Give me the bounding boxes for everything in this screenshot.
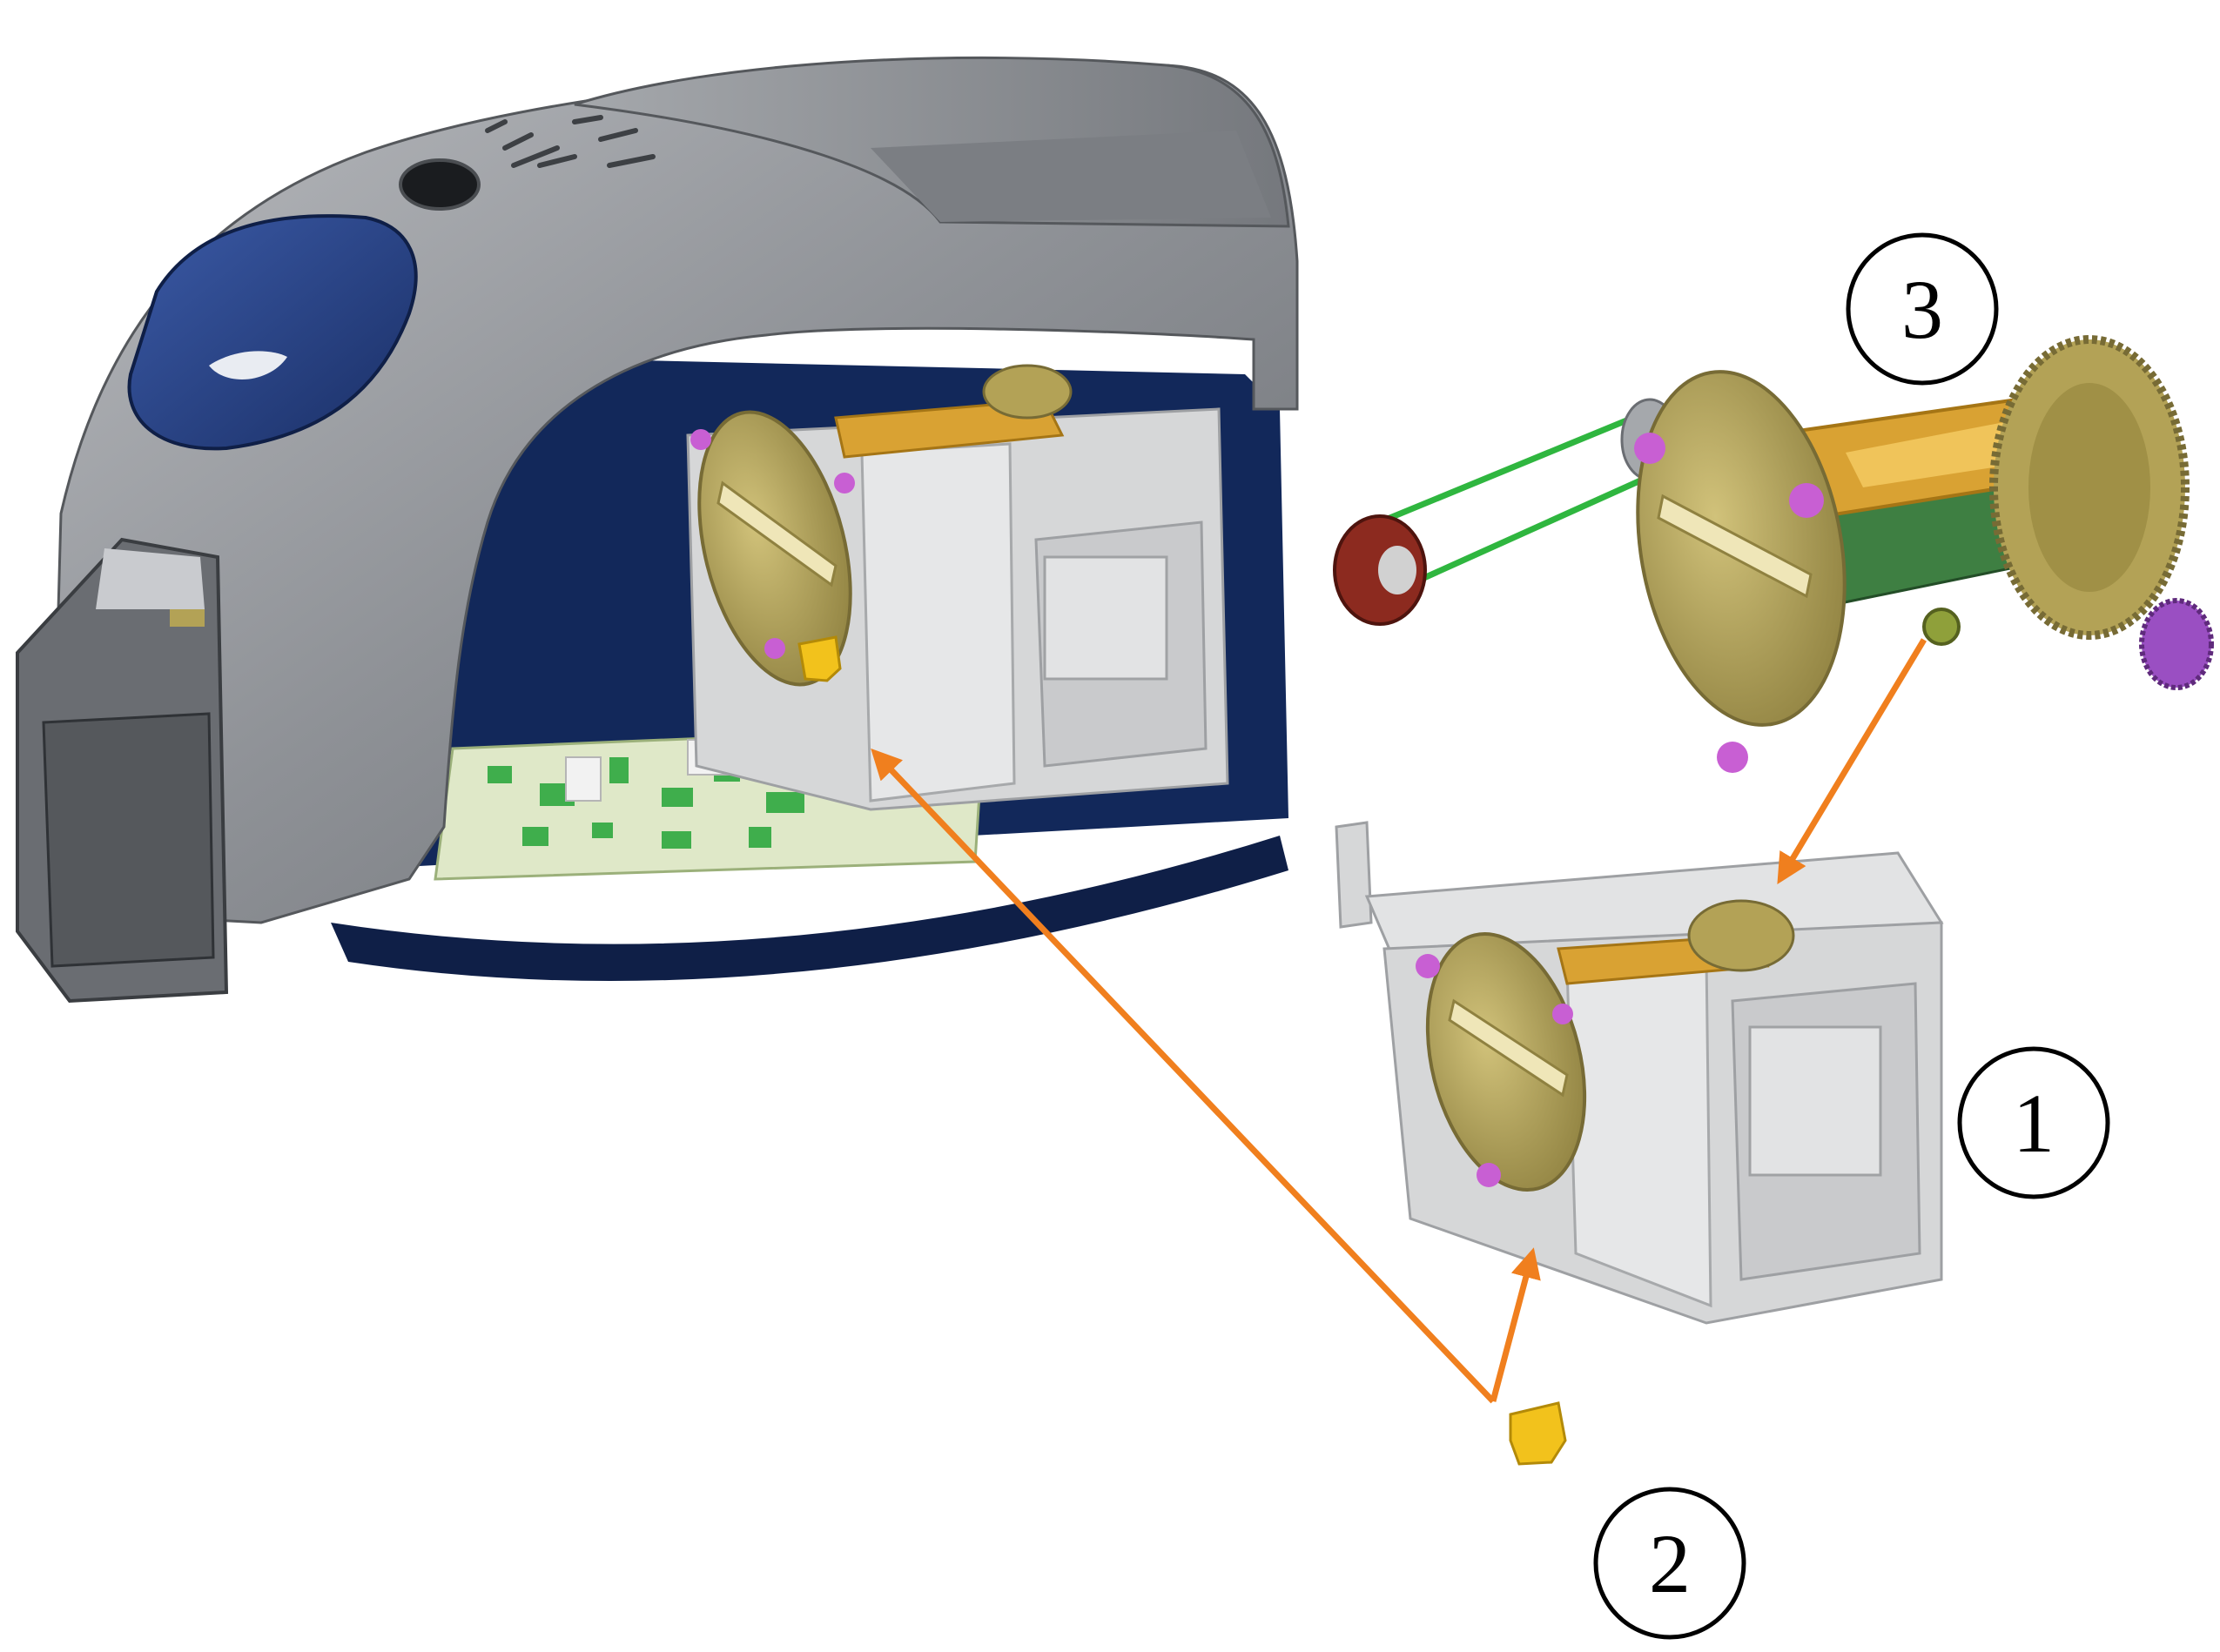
- callout-2-label: 2: [1649, 1517, 1691, 1610]
- callout-2: 2: [1593, 1487, 1746, 1640]
- power-button-icon: [399, 158, 481, 211]
- control-panel: [127, 214, 418, 451]
- assembly-arrows: [871, 638, 1927, 1404]
- vent-grille-icon: [485, 115, 656, 168]
- callout-3-label: 3: [1901, 263, 1943, 356]
- callout-3: 3: [1846, 232, 1999, 386]
- callout-1-label: 1: [2013, 1077, 2055, 1170]
- installed-latch-clip: [797, 635, 842, 682]
- arrow-drive-to-module: [1777, 638, 1927, 885]
- printer-body: [16, 56, 1299, 1004]
- callout-1: 1: [1957, 1046, 2110, 1199]
- module-assembly: [1335, 821, 1944, 1325]
- status-indicator-icon: [209, 351, 287, 380]
- ribbon-drive-assembly: [1333, 335, 2214, 773]
- installed-disc: [697, 410, 852, 687]
- printer-base-rim: [331, 836, 1288, 982]
- latch-clip: [1509, 1401, 1567, 1466]
- side-gear: [2139, 598, 2214, 690]
- arrow-clip-to-module: [1490, 1247, 1541, 1402]
- arrow-clip-to-printer: [871, 748, 1496, 1404]
